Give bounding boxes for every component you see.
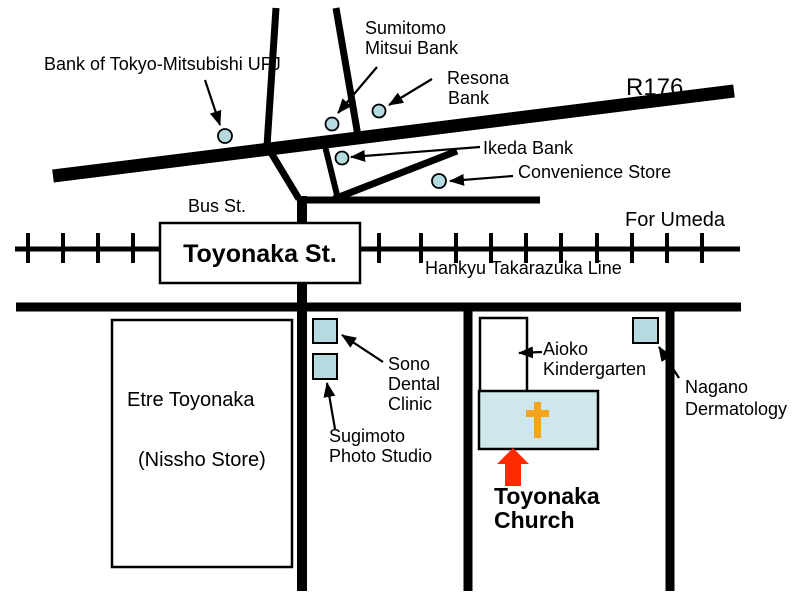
- label-church-line2: Church: [494, 507, 575, 533]
- label-nagano-line1: Nagano: [685, 377, 748, 397]
- label-hankyu-line: Hankyu Takarazuka Line: [425, 258, 622, 278]
- arrow-to-sumitomo: [337, 66, 378, 114]
- building-sugimoto-photo-square: [312, 353, 338, 380]
- arrow-to-aioko: [518, 346, 543, 359]
- label-sugimoto-line2: Photo Studio: [329, 446, 432, 466]
- landmark-dot-ufj-bank: [217, 128, 233, 144]
- landmark-dot-convenience-store: [431, 173, 447, 189]
- label-ikeda-bank: Ikeda Bank: [483, 138, 574, 158]
- arrow-to-ufj: [203, 79, 222, 126]
- map-labels: Bank of Tokyo-Mitsubishi UFJ Sumitomo Mi…: [44, 18, 787, 533]
- label-aioko-line2: Kindergarten: [543, 359, 646, 379]
- label-route-r176: R176: [626, 74, 683, 101]
- landmark-dot-sumitomo-bank: [324, 116, 340, 132]
- label-resona-line2: Bank: [448, 88, 490, 108]
- label-sugimoto-line1: Sugimoto: [329, 426, 405, 446]
- label-aioko-line1: Aioko: [543, 339, 588, 359]
- label-bus-st: Bus St.: [188, 196, 246, 216]
- road-r176: [52, 84, 735, 183]
- station-box-toyonaka: [158, 221, 362, 285]
- label-sono-line1: Sono: [388, 354, 430, 374]
- church-pointer-arrow-icon: [497, 448, 529, 486]
- label-ufj-bank: Bank of Tokyo-Mitsubishi UFJ: [44, 54, 281, 74]
- label-etre-line1: Etre Toyonaka: [127, 389, 255, 411]
- label-convenience-store: Convenience Store: [518, 162, 671, 182]
- arrow-to-sugimoto: [323, 382, 337, 430]
- road-diagonal: [332, 147, 459, 203]
- arrow-to-resona: [388, 78, 433, 106]
- road-north-left: [263, 7, 302, 201]
- label-nagano-line2: Dermatology: [685, 399, 787, 419]
- label-sumitomo-line1: Sumitomo: [365, 18, 446, 38]
- arrow-to-ikeda: [350, 145, 481, 162]
- road-north-right-upper: [332, 7, 362, 137]
- arrow-to-convenience: [449, 173, 514, 186]
- pointer-arrows: [203, 66, 680, 430]
- label-church-line1: Toyonaka: [494, 483, 600, 509]
- railway-ticks: [26, 233, 704, 263]
- label-resona-line1: Resona: [447, 68, 510, 88]
- building-aioko-kindergarten: [478, 316, 529, 394]
- cross-icon: [526, 402, 549, 438]
- landmark-dot-ikeda-bank: [334, 150, 350, 166]
- station-label: Toyonaka St.: [183, 240, 337, 268]
- building-sono-dental-square: [312, 318, 338, 344]
- road-north-right-lower: [322, 145, 341, 200]
- arrow-to-sono: [341, 334, 384, 363]
- label-sono-line3: Clinic: [388, 394, 432, 414]
- landmark-dot-resona-bank: [371, 103, 387, 119]
- label-sumitomo-line2: Mitsui Bank: [365, 38, 459, 58]
- label-sono-line2: Dental: [388, 374, 440, 394]
- label-for-umeda: For Umeda: [625, 209, 726, 231]
- label-etre-line2: (Nissho Store): [138, 449, 266, 471]
- building-etre-toyonaka: [110, 318, 294, 569]
- railway-hankyu-takarazuka: [15, 233, 740, 263]
- arrow-to-nagano: [658, 346, 680, 379]
- building-nagano-dermatology-square: [632, 317, 659, 344]
